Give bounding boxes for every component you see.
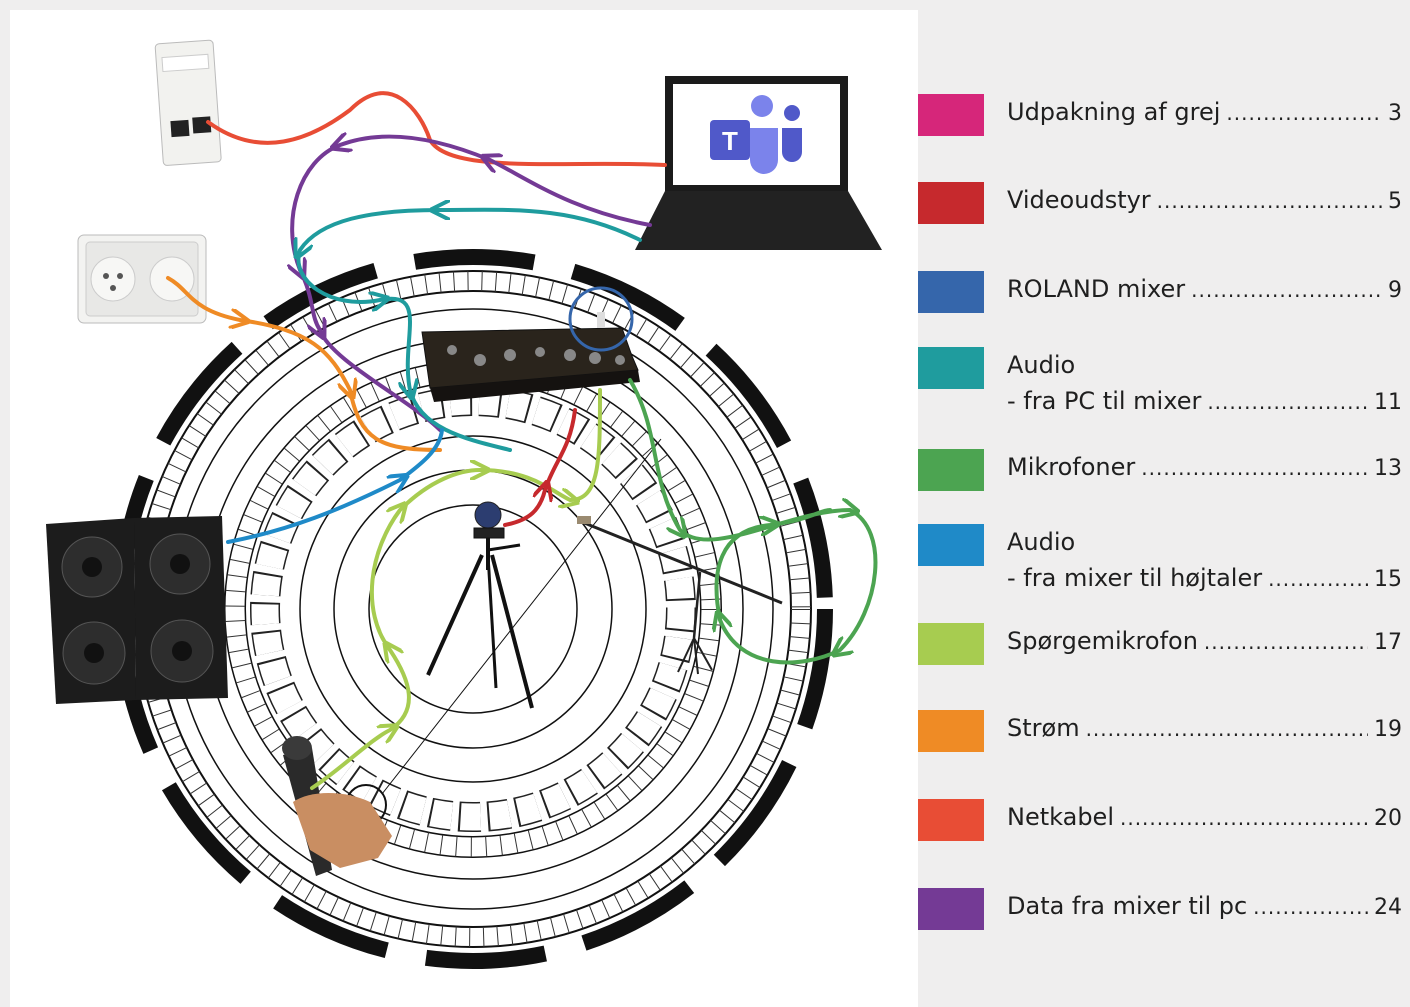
toc-title: Spørgemikrofon <box>1007 627 1198 655</box>
toc-page-number: 13 <box>1374 456 1402 481</box>
cable-question-mic <box>310 388 602 790</box>
toc-color-swatch <box>918 888 984 930</box>
toc-text: Audio - fra PC til mixer.................… <box>1007 347 1402 421</box>
toc-color-swatch <box>918 799 984 841</box>
toc-text: ROLAND mixer............................… <box>1007 271 1402 309</box>
toc-color-swatch <box>918 182 984 224</box>
toc-page-number: 17 <box>1374 630 1402 655</box>
cable-mics <box>628 378 878 665</box>
toc-item[interactable]: Mikrofoner..............................… <box>918 449 1410 491</box>
toc-leader-dots: ........................................… <box>1203 630 1368 654</box>
toc-page-number: 20 <box>1374 806 1402 831</box>
toc-text: Audio - fra mixer til højtaler...........… <box>1007 524 1402 598</box>
toc-leader-dots: ........................................… <box>1268 567 1368 591</box>
cable-net <box>206 91 667 167</box>
cable-video <box>503 408 577 527</box>
toc-page-number: 11 <box>1374 390 1402 415</box>
toc-title: Audio <box>1007 351 1076 379</box>
toc-leader-dots: ........................................… <box>1207 390 1368 414</box>
handheld-mic-icon <box>282 736 392 876</box>
toc-leader-dots: ........................................… <box>1085 717 1368 741</box>
toc-title: Udpakning af grej <box>1007 98 1221 126</box>
toc-leader-dots: ........................................… <box>1119 806 1368 830</box>
toc-title: Netkabel <box>1007 803 1114 831</box>
toc-text: Data fra mixer til pc...................… <box>1007 888 1402 926</box>
toc-title: Mikrofoner <box>1007 453 1136 481</box>
toc-color-swatch <box>918 271 984 313</box>
toc-title: Data fra mixer til pc <box>1007 892 1248 920</box>
toc-color-swatch <box>918 347 984 389</box>
toc-leader-dots: ........................................… <box>1226 101 1382 125</box>
camera-tripod-icon <box>426 501 534 709</box>
laptop-teams-icon: T <box>635 76 882 250</box>
toc-page-number: 9 <box>1388 278 1402 303</box>
roland-highlight-circle <box>568 286 634 352</box>
toc-color-swatch <box>918 449 984 491</box>
toc-text: Videoudstyr.............................… <box>1007 182 1402 220</box>
center-ring-3 <box>368 504 578 714</box>
svg-text:T: T <box>722 126 738 156</box>
toc-color-swatch <box>918 623 984 665</box>
toc-color-swatch <box>918 710 984 752</box>
toc-leader-dots: ........................................… <box>1253 895 1368 919</box>
toc-page-number: 15 <box>1374 567 1402 592</box>
toc-item[interactable]: Strøm...................................… <box>918 710 1410 752</box>
toc-leader-dots: ........................................… <box>1141 456 1368 480</box>
toc-color-swatch <box>918 524 984 566</box>
mixer-icon <box>421 286 640 402</box>
toc-title: - fra mixer til højtaler <box>1007 564 1263 592</box>
toc-color-swatch <box>918 94 984 136</box>
toc-page-number: 19 <box>1374 717 1402 742</box>
toc-page-number: 5 <box>1388 189 1402 214</box>
setup-diagram: T <box>10 10 918 1007</box>
toc-item[interactable]: Spørgemikrofon..........................… <box>918 623 1410 665</box>
toc-page-number: 3 <box>1388 101 1402 126</box>
toc-item[interactable]: Data fra mixer til pc...................… <box>918 888 1410 930</box>
toc-text: Netkabel................................… <box>1007 799 1402 837</box>
toc-title: Strøm <box>1007 714 1080 742</box>
toc-title: Videoudstyr <box>1007 186 1151 214</box>
inner-ring-2 <box>202 338 744 880</box>
toc-text: Mikrofoner..............................… <box>1007 449 1402 487</box>
toc-item[interactable]: Udpakning af grej.......................… <box>918 94 1410 136</box>
power-outlet-icon <box>77 234 207 324</box>
toc-item[interactable]: Audio - fra PC til mixer.................… <box>918 347 1410 427</box>
toc-text: Udpakning af grej.......................… <box>1007 94 1402 132</box>
toc-title: - fra PC til mixer <box>1007 387 1202 415</box>
toc-leader-dots: ........................................… <box>1191 278 1382 302</box>
cable-audio-pc <box>298 210 642 452</box>
toc-leader-dots: ........................................… <box>1156 189 1382 213</box>
toc-item[interactable]: Netkabel................................… <box>918 799 1410 841</box>
toc-item[interactable]: Audio - fra mixer til højtaler...........… <box>918 524 1410 604</box>
cables <box>166 91 878 790</box>
speakers-icon <box>46 516 228 704</box>
toc-page-number: 24 <box>1374 895 1402 920</box>
room-diagram-svg: T <box>46 39 882 969</box>
toc-text: Spørgemikrofon..........................… <box>1007 623 1402 661</box>
toc-item[interactable]: Videoudstyr.............................… <box>918 182 1410 224</box>
center-ring-1 <box>299 435 647 783</box>
cable-power <box>166 276 442 452</box>
ethernet-wall-socket-icon <box>154 39 222 166</box>
toc-item[interactable]: ROLAND mixer............................… <box>918 271 1410 313</box>
center-ring-2 <box>333 469 613 749</box>
toc-text: Strøm...................................… <box>1007 710 1402 748</box>
toc-title: Audio <box>1007 528 1076 556</box>
toc-title: ROLAND mixer <box>1007 275 1186 303</box>
